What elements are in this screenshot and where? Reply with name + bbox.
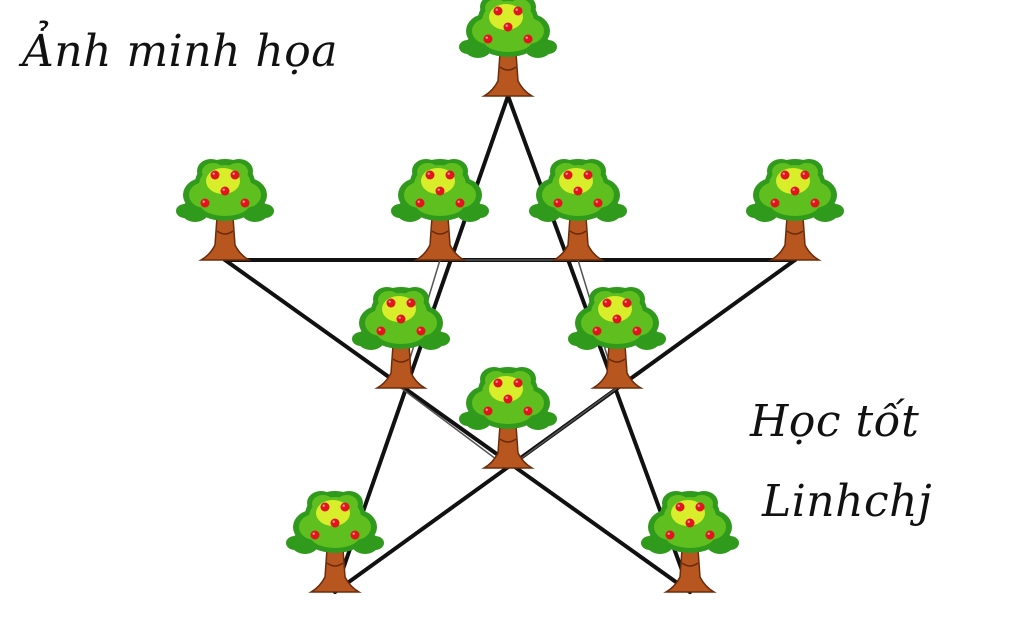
tree-layer <box>176 0 844 593</box>
caption-line-1: Học tốt <box>750 396 920 447</box>
star-edge <box>223 258 692 594</box>
inner-pentagon-edge <box>400 387 509 469</box>
inner-pentagon-edge <box>507 387 618 469</box>
apple-tree-icon <box>529 159 627 261</box>
apple-tree-icon <box>641 491 739 593</box>
apple-tree-icon <box>176 159 274 261</box>
apple-tree-icon <box>391 159 489 261</box>
illustration-title: Ảnh minh họa <box>22 26 338 77</box>
caption-line-2: Linhchj <box>762 476 933 527</box>
apple-tree-icon <box>568 287 666 389</box>
apple-tree-icon <box>746 159 844 261</box>
apple-tree-icon <box>352 287 450 389</box>
apple-tree-icon <box>459 0 557 97</box>
apple-tree-icon <box>459 367 557 469</box>
apple-tree-icon <box>286 491 384 593</box>
